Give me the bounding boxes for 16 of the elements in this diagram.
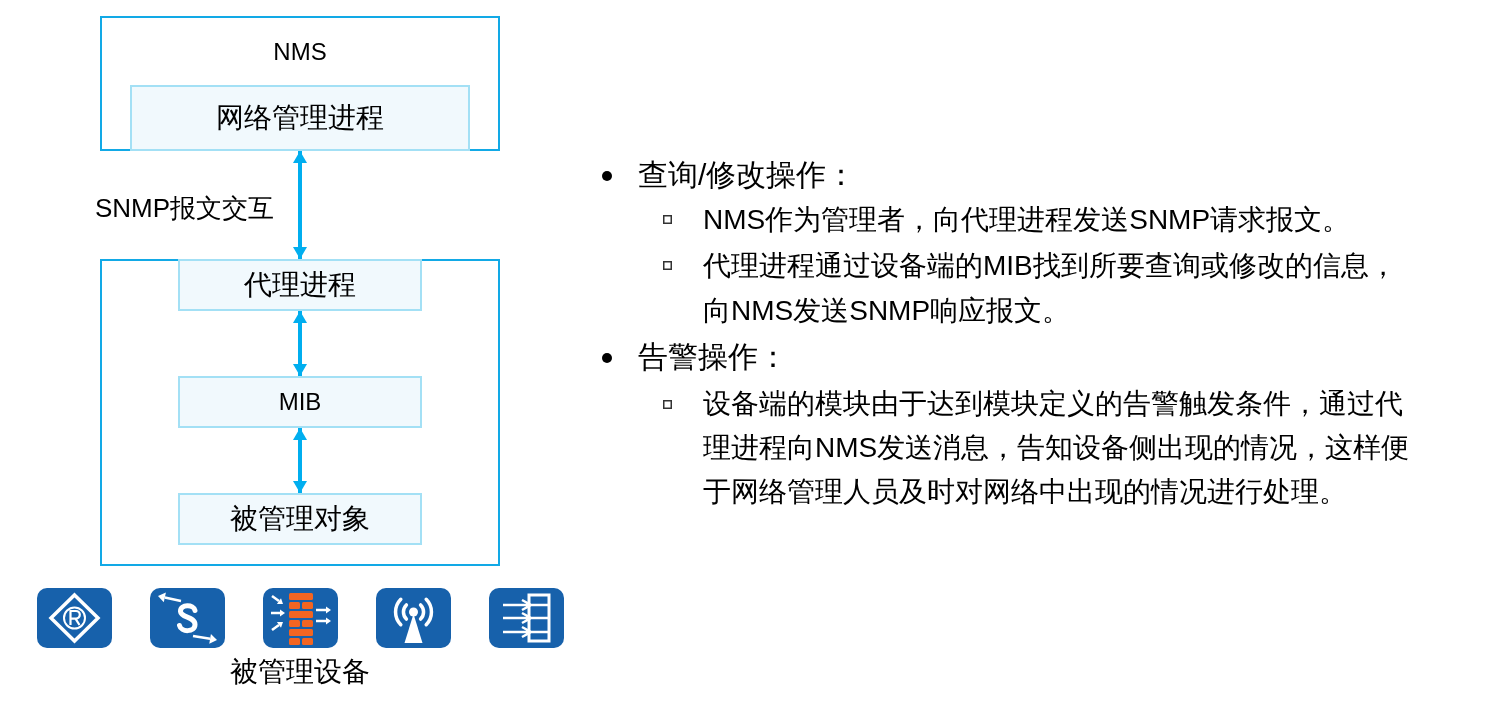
caption: 被管理设备: [229, 655, 371, 689]
process-box: 网络管理进程: [130, 85, 470, 151]
double-arrow: [293, 428, 307, 493]
process-box: 被管理对象: [178, 493, 422, 545]
list-item: 代理进程通过设备端的MIB找到所要查询或修改的信息，向NMS发送SNMP响应报文。: [703, 248, 1398, 328]
process-box: 代理进程: [178, 259, 422, 311]
container-box: [100, 259, 500, 566]
list-heading: 告警操作：: [638, 339, 788, 375]
list-heading: 查询/修改操作：: [638, 157, 857, 193]
double-arrow: [293, 311, 307, 376]
list-item: NMS作为管理者，向代理进程发送SNMP请求报文。: [703, 202, 1352, 237]
container-box: [100, 16, 500, 151]
process-box: MIB: [178, 376, 422, 428]
box-title: NMS: [272, 37, 328, 67]
list-item: 设备端的模块由于达到模块定义的告警触发条件，通过代理进程向NMS发送消息，告知设备侧出现的情况，这样便于网络管理人员及时对网络中出现的情况进行处理。: [703, 387, 1411, 509]
double-arrow: [293, 151, 307, 259]
